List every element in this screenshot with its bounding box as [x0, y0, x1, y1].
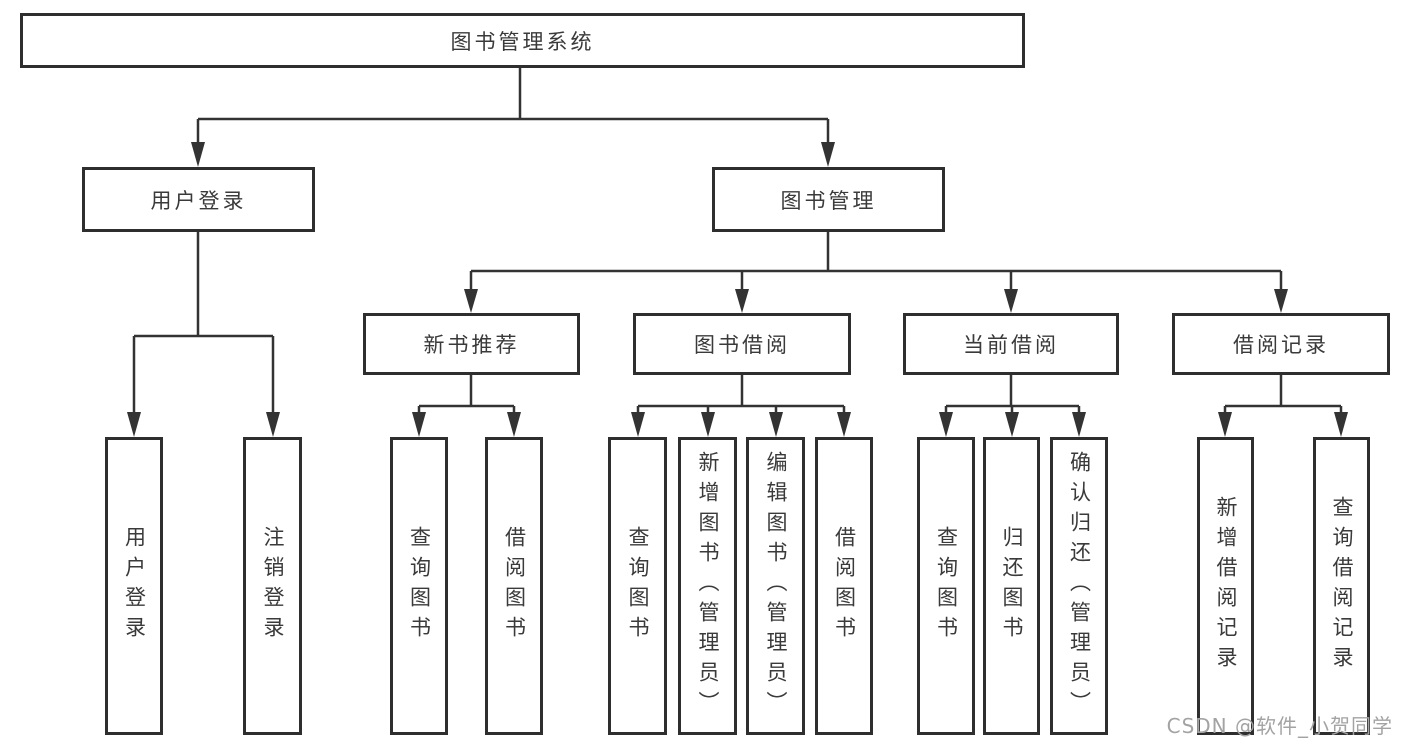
leaf-query-books-2: 查询图书 [608, 437, 667, 735]
leaf-borrow-books-1: 借阅图书 [485, 437, 543, 735]
leaf-user-login: 用户登录 [105, 437, 163, 735]
node-current-borrowing: 当前借阅 [903, 313, 1119, 375]
node-library-management-system: 图书管理系统 [20, 13, 1025, 68]
leaf-query-borrow-record: 查询借阅记录 [1313, 437, 1370, 735]
leaf-add-books-admin: 新增图书（管理员） [678, 437, 737, 735]
leaf-query-books-3: 查询图书 [917, 437, 975, 735]
leaf-return-books: 归还图书 [983, 437, 1040, 735]
leaf-confirm-return-admin: 确认归还（管理员） [1050, 437, 1108, 735]
leaf-borrow-books-2: 借阅图书 [815, 437, 873, 735]
leaf-edit-books-admin: 编辑图书（管理员） [746, 437, 805, 735]
leaf-add-borrow-record: 新增借阅记录 [1197, 437, 1254, 735]
leaf-query-books-1: 查询图书 [390, 437, 448, 735]
node-book-borrowing: 图书借阅 [633, 313, 851, 375]
leaf-logout: 注销登录 [243, 437, 302, 735]
arrowheads [127, 142, 1348, 437]
node-new-book-recommendation: 新书推荐 [363, 313, 580, 375]
node-borrowing-records: 借阅记录 [1172, 313, 1390, 375]
csdn-watermark: CSDN @软件_小贺同学 [1166, 714, 1393, 738]
node-book-management: 图书管理 [712, 167, 945, 232]
node-user-login: 用户登录 [82, 167, 315, 232]
